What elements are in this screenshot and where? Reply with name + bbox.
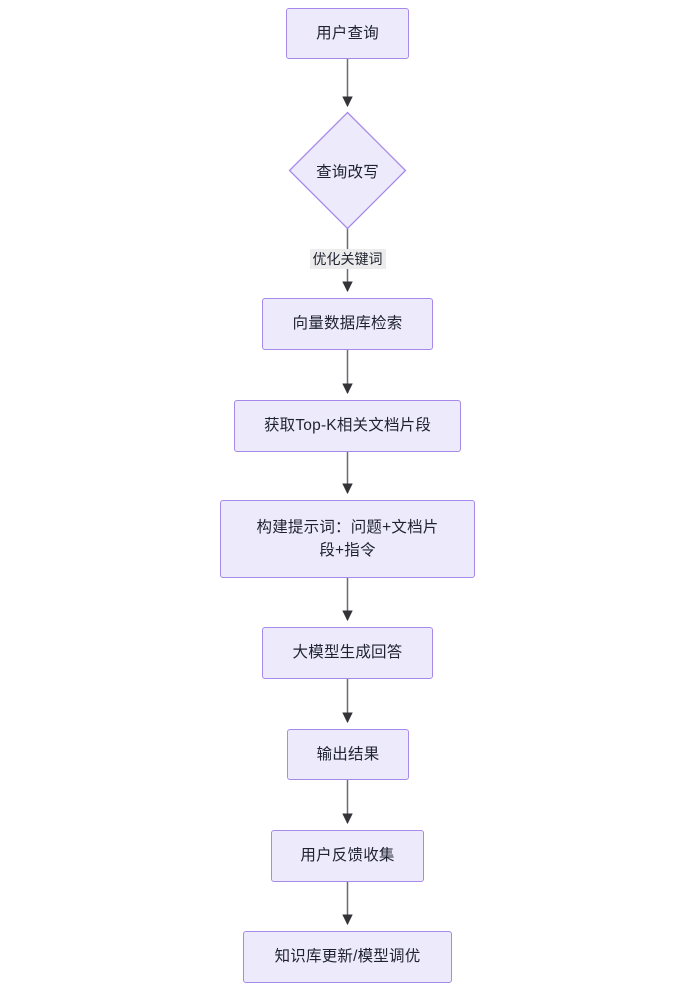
node-knowledge-base-update[interactable]: 知识库更新/模型调优 <box>243 931 452 983</box>
node-output-result[interactable]: 输出结果 <box>287 729 409 780</box>
diamond-shape <box>288 111 407 230</box>
node-build-prompt[interactable]: 构建提示词：问题+文档片 段+指令 <box>220 500 475 578</box>
node-query-rewrite-label: 查询改写 <box>316 163 379 181</box>
node-vector-db-retrieval[interactable]: 向量数据库检索 <box>262 298 433 350</box>
node-query-rewrite[interactable]: 查询改写 <box>288 111 407 230</box>
node-llm-generate-answer[interactable]: 大模型生成回答 <box>262 627 433 679</box>
node-user-query[interactable]: 用户查询 <box>286 8 409 59</box>
edge-label-optimized-keywords: 优化关键词 <box>309 249 386 270</box>
node-topk-documents[interactable]: 获取Top-K相关文档片段 <box>234 400 461 452</box>
node-user-feedback-collection[interactable]: 用户反馈收集 <box>271 830 424 882</box>
